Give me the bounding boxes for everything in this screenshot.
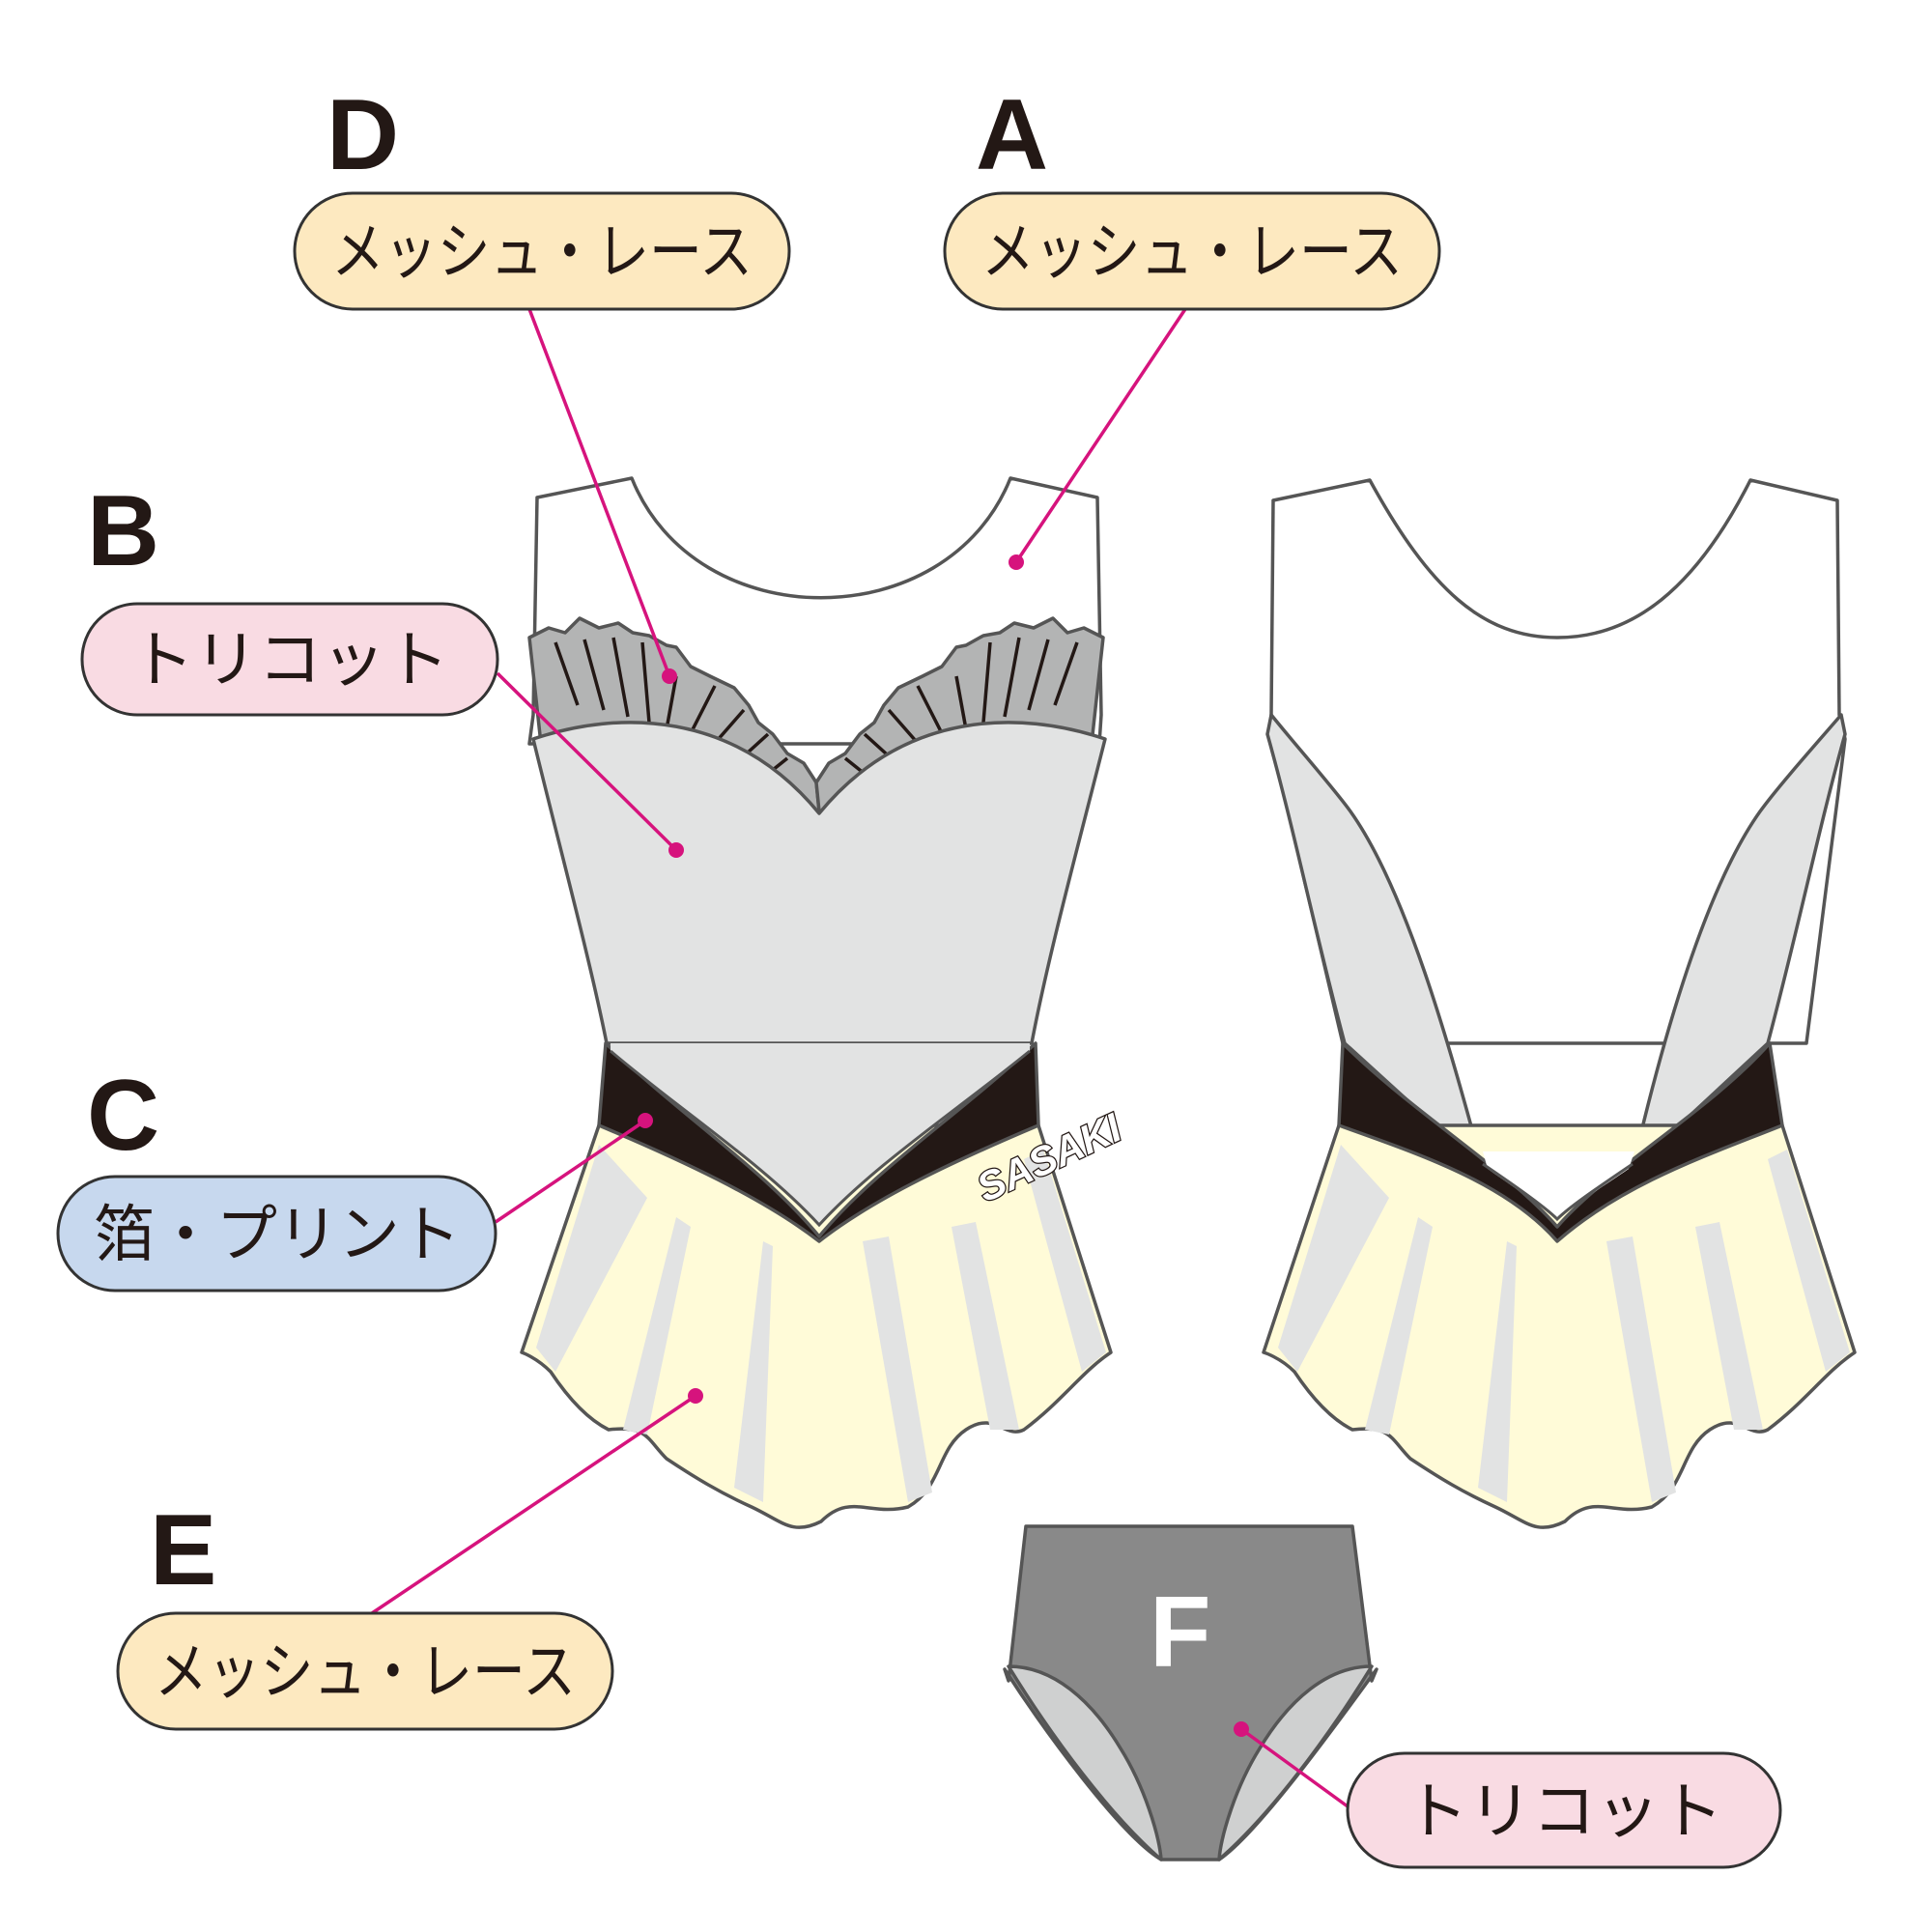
callout-letters: D A B C E bbox=[87, 79, 1048, 1606]
shorts-letter-f: F bbox=[1150, 1577, 1211, 1689]
front-skirt-shading bbox=[536, 1145, 1106, 1502]
back-tricot-left bbox=[1265, 713, 1485, 1171]
back-mesh-point-edge bbox=[1482, 1162, 1634, 1222]
leader-d bbox=[527, 308, 671, 677]
front-bodice-point-edge bbox=[610, 1049, 1031, 1228]
front-leotard: SASAKI bbox=[520, 476, 1130, 1529]
front-foil-waistband bbox=[597, 1041, 1040, 1243]
back-tricot-right bbox=[1631, 713, 1847, 1171]
leader-a bbox=[1014, 308, 1187, 563]
pill-b-label: トリコット bbox=[130, 625, 449, 696]
leader-a-dot bbox=[1009, 554, 1024, 570]
pill-a-bg bbox=[943, 191, 1441, 311]
leader-lines bbox=[371, 308, 1350, 1808]
leader-f bbox=[1239, 1727, 1350, 1808]
callout-pill-b: トリコット bbox=[80, 602, 499, 717]
shorts-leg-right bbox=[1217, 1664, 1374, 1861]
shorts-leg-left bbox=[1007, 1664, 1163, 1861]
leader-d-dot bbox=[662, 668, 677, 684]
pill-a-label: メッシュ・レース bbox=[981, 217, 1403, 289]
letter-a: A bbox=[976, 79, 1048, 191]
pill-e-bg bbox=[116, 1611, 614, 1731]
leader-c-dot bbox=[638, 1113, 653, 1128]
back-mesh-point bbox=[1483, 1151, 1634, 1219]
callout-pill-a: メッシュ・レース bbox=[943, 191, 1441, 311]
letter-c: C bbox=[87, 1060, 159, 1172]
callout-pill-e: メッシュ・レース bbox=[116, 1611, 614, 1731]
pill-b-bg bbox=[80, 602, 499, 717]
ruffle-pleats bbox=[554, 637, 1079, 780]
pill-d-bg bbox=[293, 191, 791, 311]
letter-b: B bbox=[87, 475, 159, 587]
back-leotard bbox=[1262, 478, 1857, 1529]
leader-c bbox=[495, 1119, 646, 1224]
letter-d: D bbox=[327, 79, 399, 191]
leader-e bbox=[371, 1394, 696, 1615]
callout-pill-d: メッシュ・レース bbox=[293, 191, 791, 311]
leader-b bbox=[496, 671, 678, 852]
pill-f-label: トリコット bbox=[1405, 1776, 1723, 1848]
leader-e-dot bbox=[688, 1388, 703, 1404]
callout-pill-f: トリコット bbox=[1346, 1751, 1782, 1869]
leader-b-dot bbox=[668, 842, 684, 858]
pill-c-label: 箔・プリント bbox=[94, 1200, 461, 1271]
pill-d-label: メッシュ・レース bbox=[331, 217, 753, 289]
pill-f-bg bbox=[1346, 1751, 1782, 1869]
shorts: F bbox=[1003, 1524, 1378, 1861]
pill-e-label: メッシュ・レース bbox=[155, 1637, 576, 1709]
front-tricot-bodice bbox=[531, 721, 1107, 1045]
letter-e: E bbox=[150, 1494, 216, 1606]
callout-pill-c: 箔・プリント bbox=[56, 1175, 497, 1293]
back-mesh bbox=[1269, 478, 1847, 1045]
back-skirt-shading bbox=[1278, 1145, 1850, 1502]
pill-c-bg bbox=[56, 1175, 497, 1293]
front-bodice-point bbox=[611, 1043, 1030, 1225]
leader-f-dot bbox=[1234, 1721, 1249, 1737]
